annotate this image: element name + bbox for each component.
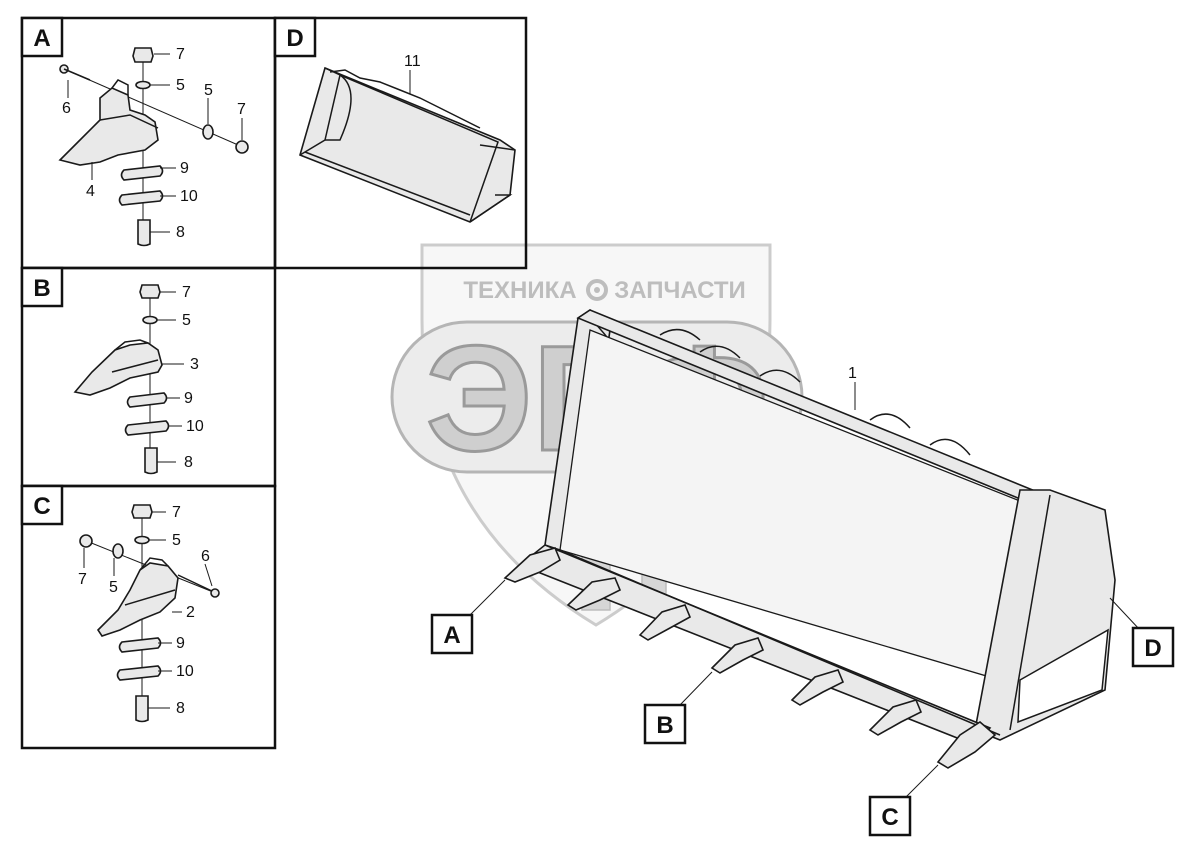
panel-a-washer-side bbox=[202, 124, 214, 140]
main-tag-d-letter: D bbox=[1144, 635, 1161, 662]
panel-a-callout-bolt: 6 bbox=[62, 100, 71, 117]
panel-a-letter-box bbox=[20, 16, 64, 58]
panel-c-washer-top bbox=[134, 535, 150, 545]
bucket-tooth bbox=[566, 577, 622, 611]
panel-d-letter: D bbox=[286, 25, 303, 52]
panel-a-callout-nut-top: 7 bbox=[176, 46, 185, 63]
panel-c-callout-nut-side: 7 bbox=[78, 571, 87, 588]
panel-a-nut-side bbox=[235, 140, 249, 154]
panel-c-callout-nut-top: 7 bbox=[172, 504, 181, 521]
panel-c-tooth bbox=[96, 562, 179, 637]
main-tag-c-letter: C bbox=[881, 804, 898, 831]
panel-a-callout-shim-upper: 9 bbox=[180, 160, 189, 177]
panel-d-letter-box bbox=[273, 16, 317, 58]
watermark-right-text: ЗАПЧАСТИ bbox=[614, 277, 746, 304]
panel-c-bolt bbox=[177, 574, 220, 598]
panel-b-nut-top bbox=[139, 284, 161, 299]
panel-c-frame bbox=[20, 484, 277, 750]
panel-b-letter: B bbox=[33, 275, 50, 302]
bucket-teeth bbox=[503, 547, 997, 769]
panel-b: B 7 5 3 9 10 8 bbox=[20, 266, 277, 488]
panel-c-callout-bolt: 6 bbox=[201, 548, 210, 565]
panel-a-callout-tooth: 4 bbox=[86, 183, 95, 200]
panel-d-bucket bbox=[299, 66, 516, 223]
panel-a-nut-top bbox=[132, 47, 154, 63]
panel-b-callout-pin: 8 bbox=[184, 454, 193, 471]
panel-c-letter-box bbox=[20, 484, 64, 526]
panel-c-shim-upper bbox=[118, 637, 162, 653]
panel-a-callout-washer-top: 5 bbox=[176, 77, 185, 94]
panel-a-shim-upper bbox=[120, 165, 164, 181]
main-tag-b: B bbox=[643, 703, 687, 745]
panel-a-callout-washer-side: 5 bbox=[204, 82, 213, 99]
bucket-tooth bbox=[790, 669, 845, 706]
panel-c-washer-side bbox=[112, 543, 124, 559]
main-bucket: 1 bbox=[469, 308, 1141, 799]
panel-c-callout-shim-lower: 10 bbox=[176, 663, 194, 680]
panel-b-callout-washer-top: 5 bbox=[182, 312, 191, 329]
panel-b-callout-shim-lower: 10 bbox=[186, 418, 204, 435]
panel-a-pin bbox=[137, 219, 151, 247]
bucket-tooth bbox=[710, 637, 765, 674]
panel-b-letter-box bbox=[20, 266, 64, 308]
panel-b-callout-shim-upper: 9 bbox=[184, 390, 193, 407]
panel-b-shim-lower bbox=[124, 420, 170, 436]
panel-c-callout-pin: 8 bbox=[176, 700, 185, 717]
main-tag-d: D bbox=[1131, 626, 1175, 668]
panel-c-nut-top bbox=[131, 504, 153, 519]
panel-c-nut-side bbox=[79, 534, 93, 548]
panel-c-pin bbox=[135, 695, 149, 723]
main-tag-b-letter: B bbox=[656, 712, 673, 739]
panel-a-callout-shim-lower: 10 bbox=[180, 188, 198, 205]
main-tag-a: A bbox=[430, 613, 474, 655]
bucket-tooth bbox=[503, 547, 562, 583]
bucket-tooth bbox=[638, 604, 692, 641]
watermark-left-text: ТЕХНИКА bbox=[463, 277, 576, 304]
panel-a-washer-top bbox=[135, 80, 151, 90]
bucket-tooth bbox=[936, 721, 997, 769]
panel-c-callout-tooth: 2 bbox=[186, 604, 195, 621]
bucket-side-cutout bbox=[1017, 628, 1109, 724]
panel-b-tooth bbox=[73, 342, 163, 396]
panel-a-callout-pin: 8 bbox=[176, 224, 185, 241]
panel-c: C 7 5 6 7 5 2 9 10 8 bbox=[20, 484, 277, 750]
panel-a-bolt bbox=[59, 64, 91, 81]
panel-d-callout-bucket: 11 bbox=[404, 53, 421, 70]
panel-b-callout-tooth: 3 bbox=[190, 356, 199, 373]
panel-a: A 7 5 6 bbox=[20, 16, 277, 270]
panel-a-tooth bbox=[58, 87, 159, 166]
panel-b-washer-top bbox=[142, 315, 158, 325]
panel-a-letter: A bbox=[33, 25, 50, 52]
panel-b-pin bbox=[144, 447, 158, 475]
panel-c-callout-shim-upper: 9 bbox=[176, 635, 185, 652]
panel-c-callout-washer-top: 5 bbox=[172, 532, 181, 549]
bucket-tooth bbox=[868, 699, 923, 736]
main-callout-bucket: 1 bbox=[848, 365, 857, 382]
gear-icon bbox=[586, 279, 608, 301]
main-tag-c: C bbox=[868, 795, 912, 837]
panel-c-shim-lower bbox=[116, 665, 162, 681]
main-tag-a-letter: A bbox=[443, 622, 460, 649]
panel-c-callout-washer-side: 5 bbox=[109, 579, 118, 596]
panel-c-letter: C bbox=[33, 493, 50, 520]
panel-a-callout-nut-side: 7 bbox=[237, 101, 246, 118]
panel-d-frame bbox=[273, 16, 528, 270]
panel-b-shim-upper bbox=[126, 392, 168, 408]
panel-d: D 11 bbox=[273, 16, 528, 270]
panel-a-bolt-axis bbox=[61, 67, 246, 149]
panel-b-callout-nut-top: 7 bbox=[182, 284, 191, 301]
bucket-top-reinforcements bbox=[659, 328, 971, 456]
panel-a-shim-lower bbox=[118, 190, 164, 206]
